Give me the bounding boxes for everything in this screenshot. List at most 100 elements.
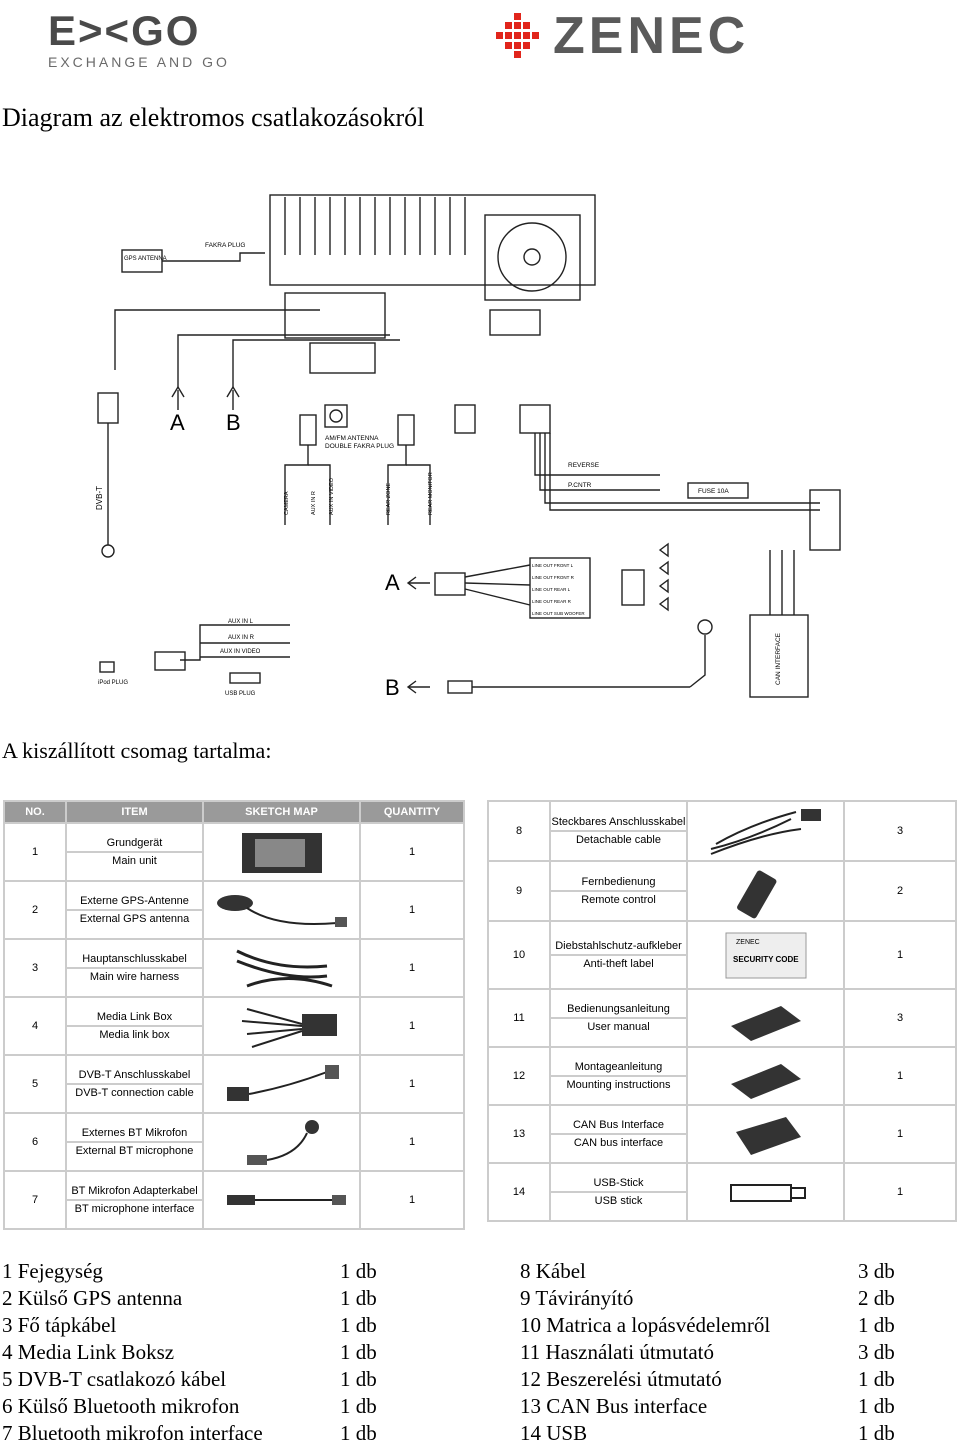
heat-sink-fins <box>284 197 466 255</box>
am-fm-connector <box>324 404 348 428</box>
amplifier-icon <box>621 569 645 606</box>
item-name-en: Mounting instructions <box>551 1075 686 1093</box>
video-in-connector <box>299 414 317 446</box>
arrow-a-up <box>171 385 185 410</box>
row-qty: 3 <box>843 800 957 862</box>
row-qty: 1 <box>359 938 465 998</box>
wiring-diagram: GPS ANTENNA FAKRA PLUG A B DVB-T AM/FM A… <box>95 194 841 700</box>
fuse-holder <box>687 482 749 499</box>
row-qty: 1 <box>359 822 465 882</box>
line-out-block <box>529 557 591 619</box>
row-no: 10 <box>487 920 551 990</box>
exgo-logo: E><GO EXCHANGE AND GO <box>48 10 258 71</box>
list-item-qty: 1 db <box>340 1313 377 1337</box>
item-name-de: Fernbedienung <box>581 876 656 888</box>
item-name-de: Montageanleitung <box>574 1061 663 1073</box>
label-line-out-front-r: LINE OUT FRONT R <box>532 575 575 580</box>
col-sketch: SKETCH MAP <box>202 800 361 824</box>
head-unit-sketch-icon <box>241 832 322 873</box>
item-name-en: External BT microphone <box>67 1141 202 1159</box>
item-name-en: USB stick <box>551 1191 686 1209</box>
usb-stick-sketch-icon <box>729 1183 806 1202</box>
item-name-en: DVB-T connection cable <box>67 1083 202 1101</box>
row-no: 13 <box>487 1104 551 1164</box>
list-item-name: 7 Bluetooth mikrofon interface <box>2 1421 263 1445</box>
row-qty: 1 <box>843 1046 957 1106</box>
label-rear-monitor: REAR MONITOR <box>428 472 434 515</box>
row-no: 11 <box>487 988 551 1048</box>
list-item-qty: 1 db <box>340 1259 377 1283</box>
list-item: 7 Bluetooth mikrofon interface 1 db <box>2 1420 377 1447</box>
list-item-qty: 1 db <box>340 1421 377 1445</box>
list-item: 4 Media Link Boksz 1 db <box>2 1339 377 1366</box>
label-aux-l: AUX IN L <box>228 619 254 625</box>
label-fuse: FUSE 10A <box>698 488 729 495</box>
row-no: 2 <box>3 880 67 940</box>
row-qty: 2 <box>843 860 957 922</box>
list-item-qty: 1 db <box>858 1394 895 1418</box>
label-line-out-sub: LINE OUT SUB WOOFER <box>532 611 585 616</box>
list-item-qty: 1 db <box>340 1340 377 1364</box>
list-item-name: 14 USB <box>520 1421 588 1445</box>
label-aux-in-r: AUX IN R <box>311 491 317 515</box>
cooling-fan-housing <box>484 214 581 301</box>
row-qty: 1 <box>359 1170 465 1230</box>
item-name-de: Media Link Box <box>96 1011 173 1023</box>
arrow-b-up <box>226 385 240 410</box>
bt-adapter-cable-sketch-icon <box>226 1194 346 1205</box>
label-dvbt: DVB-T <box>95 486 104 510</box>
head-unit-body <box>269 194 596 286</box>
row-qty: 1 <box>843 1104 957 1164</box>
row-no: 14 <box>487 1162 551 1222</box>
row-no: 3 <box>3 938 67 998</box>
row-qty: 1 <box>359 1054 465 1114</box>
item-name-en: CAN bus interface <box>551 1133 686 1151</box>
list-item-name: 4 Media Link Boksz <box>2 1340 175 1364</box>
remote-control-sketch-icon <box>736 870 776 918</box>
power-connector <box>519 404 551 434</box>
iso-connector <box>454 404 476 434</box>
dvbt-cable-sketch-icon <box>226 1064 339 1101</box>
antenna-connector-block <box>284 292 386 339</box>
label-double-fakra: DOUBLE FAKRA PLUG <box>325 443 394 450</box>
row-qty: 1 <box>843 920 957 990</box>
usb-plug-icon <box>229 672 261 684</box>
label-can-interface: CAN INTERFACE <box>775 632 782 685</box>
item-name-de: Diebstahlschutz-aufkleber <box>555 940 682 952</box>
list-item-qty: 3 db <box>858 1259 895 1283</box>
package-contents-heading: A kiszállított csomag tartalma: <box>2 738 272 763</box>
arrow-a-left <box>406 576 430 590</box>
row-qty: 3 <box>843 988 957 1048</box>
video-out-connector <box>397 414 415 446</box>
list-item-name: 13 CAN Bus interface <box>520 1394 708 1418</box>
can-interface-box <box>749 614 809 698</box>
col-quantity: QUANTITY <box>359 800 465 824</box>
list-item-name: 6 Külső Bluetooth mikrofon <box>2 1394 240 1418</box>
item-name-en: Media link box <box>67 1025 202 1043</box>
label-camera: CAMERA <box>284 491 290 515</box>
label-reverse: REVERSE <box>568 462 600 469</box>
detachable-cable-sketch-icon <box>710 808 821 855</box>
list-item-name: 1 Fejegység <box>2 1259 103 1283</box>
list-item-name: 12 Beszerelési útmutató <box>520 1367 722 1391</box>
label-aux-r: AUX IN R <box>228 635 255 641</box>
list-item-name: 9 Távirányító <box>520 1286 634 1310</box>
item-name-de: Hauptanschlusskabel <box>82 953 187 965</box>
list-item-name: 3 Fő tápkábel <box>2 1313 117 1337</box>
wire-harness-sketch-icon <box>235 949 332 987</box>
item-name-en: Anti-theft label <box>551 954 686 972</box>
row-no: 7 <box>3 1170 67 1230</box>
